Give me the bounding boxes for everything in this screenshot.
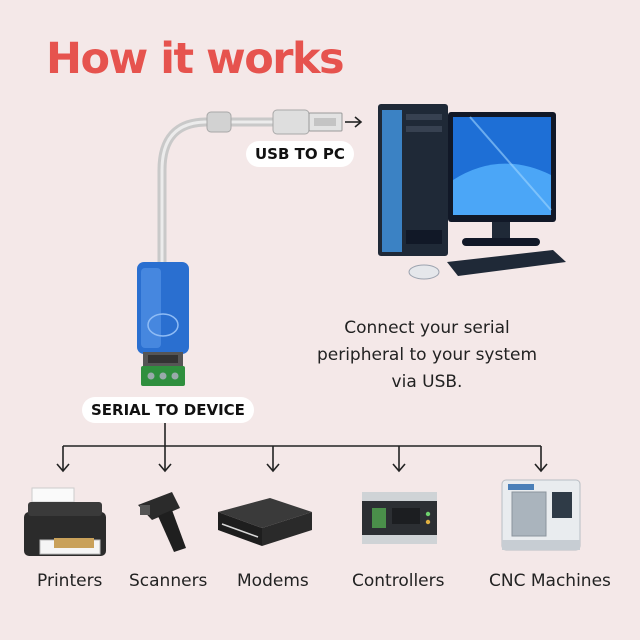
- device-label-cnc-machines: CNC Machines: [489, 571, 611, 591]
- usb-serial-adapter-icon: [137, 262, 189, 386]
- page-title: How it works: [46, 34, 345, 84]
- cnc-machine-icon: [501, 479, 581, 551]
- usb-to-pc-label: USB TO PC: [246, 141, 354, 167]
- arrow-right-icon: [345, 116, 363, 128]
- desktop-computer-icon: [378, 104, 566, 280]
- distribution-lines: [56, 420, 548, 473]
- usb-cable: [157, 109, 343, 275]
- modem-icon: [218, 498, 312, 546]
- device-label-scanners: Scanners: [129, 571, 208, 591]
- plc-controller-icon: [362, 492, 437, 544]
- serial-to-device-label: SERIAL TO DEVICE: [82, 397, 254, 423]
- device-label-printers: Printers: [37, 571, 103, 591]
- printer-icon: [24, 487, 106, 556]
- device-label-modems: Modems: [237, 571, 309, 591]
- device-label-controllers: Controllers: [352, 571, 445, 591]
- description-text: Connect your serial peripheral to your s…: [316, 318, 538, 392]
- barcode-scanner-icon: [138, 492, 186, 552]
